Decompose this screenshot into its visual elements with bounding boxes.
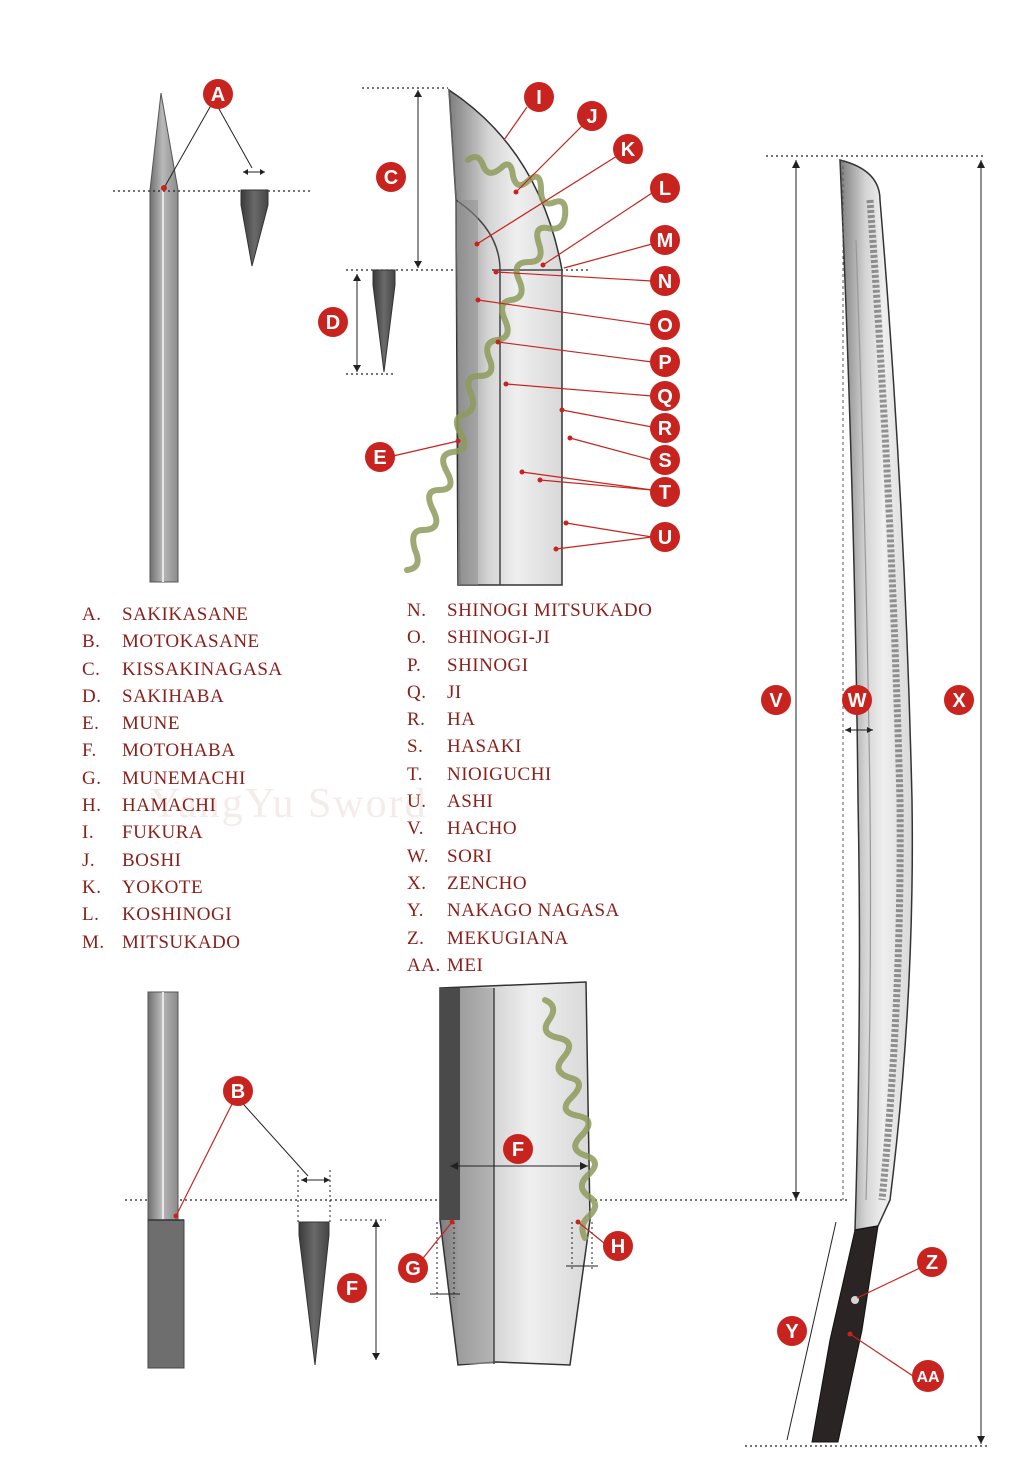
badge-q: Q — [650, 381, 680, 411]
badge-o: O — [650, 310, 680, 340]
badge-f2: F — [503, 1134, 533, 1164]
badge-e: E — [365, 442, 395, 472]
badge-e-label: E — [373, 447, 386, 469]
badge-o-label: O — [657, 315, 673, 337]
badge-s-label: S — [658, 450, 671, 472]
badge-u: U — [650, 522, 680, 552]
legend-item: D.SAKIHABA — [82, 685, 225, 707]
badge-m: M — [650, 225, 680, 255]
legend-item: I.FUKURA — [82, 822, 204, 844]
badge-h: H — [603, 1231, 633, 1261]
legend-item: J.BOSHI — [82, 849, 182, 871]
watermark: YangYu Sword — [150, 781, 428, 827]
legend-item: E.MUNE — [82, 713, 180, 735]
legend-item: N.SHINOGI MITSUKADO — [407, 600, 653, 621]
badge-a: A — [203, 79, 233, 109]
legend-right: N.SHINOGI MITSUKADO O.SHINOGI-JI P.SHINO… — [407, 597, 652, 979]
badge-x-label: X — [952, 690, 966, 712]
badge-b-label: B — [231, 1081, 245, 1103]
badge-c: C — [376, 162, 406, 192]
legend-item: B.MOTOKASANE — [82, 631, 260, 653]
badge-n-label: N — [658, 271, 672, 293]
legend-item: V.HACHO — [407, 818, 518, 840]
badge-s: S — [650, 445, 680, 475]
legend-item: Z.MEKUGIANA — [407, 927, 569, 949]
badge-d-label: D — [326, 312, 340, 334]
machi-detail — [419, 981, 605, 1366]
badge-aa: AA — [912, 1360, 944, 1392]
badge-l: L — [650, 173, 680, 203]
badge-k-label: K — [621, 139, 636, 161]
badge-w: W — [842, 685, 872, 715]
badge-u-label: U — [658, 527, 672, 549]
badge-g: G — [398, 1253, 428, 1283]
legend-item: X.ZENCHO — [407, 872, 528, 894]
badge-h-label: H — [611, 1236, 625, 1258]
legend-item: O.SHINOGI-JI — [407, 627, 551, 649]
badge-t-label: T — [659, 482, 671, 504]
legend-item: W.SORI — [407, 845, 493, 867]
badge-a-label: A — [211, 84, 225, 106]
legend-item: C.KISSAKINAGASA — [82, 658, 283, 680]
badge-y: Y — [777, 1316, 807, 1346]
kissaki-detail — [346, 87, 653, 586]
badge-p-label: P — [658, 352, 671, 374]
badge-f1-label: F — [346, 1278, 358, 1300]
legend-left: A.SAKIKASANE B.MOTOKASANE C.KISSAKINAGAS… — [82, 601, 283, 956]
badge-r-label: R — [658, 418, 673, 440]
legend-item: Q.JI — [407, 681, 462, 703]
badge-x: X — [944, 685, 974, 715]
legend-item: H.HAMACHI — [82, 795, 217, 817]
base-spine-view — [147, 991, 386, 1369]
badge-g-label: G — [405, 1258, 421, 1280]
legend-item: G.MUNEMACHI — [82, 767, 246, 789]
badge-c-label: C — [384, 167, 398, 189]
legend-item: U.ASHI — [407, 791, 494, 813]
badge-f2-label: F — [512, 1139, 524, 1161]
badge-z: Z — [917, 1247, 947, 1277]
legend-item: F.MOTOHABA — [82, 740, 236, 762]
legend-item: P.SHINOGI — [407, 654, 529, 676]
badge-r: R — [650, 413, 680, 443]
badge-n: N — [650, 266, 680, 296]
legend-item: R.HA — [407, 709, 476, 731]
legend-item: M.MITSUKADO — [82, 931, 241, 953]
badge-j-label: J — [586, 106, 597, 128]
badge-aa-label: AA — [916, 1369, 940, 1386]
badge-l-label: L — [659, 178, 671, 200]
badge-i: I — [524, 82, 554, 112]
legend-item: A.SAKIKASANE — [82, 604, 249, 625]
legend-item: AA.MEI — [407, 954, 484, 976]
legend-item: Y.NAKAGO NAGASA — [407, 900, 620, 922]
badge-m-label: M — [657, 230, 674, 252]
badge-v: V — [761, 685, 791, 715]
callout-badges: A B C D E F F G H I J K L M N O P Q R S … — [203, 79, 974, 1392]
badge-t: T — [650, 477, 680, 507]
tip-spine-view — [113, 92, 310, 583]
badge-f1: F — [337, 1273, 367, 1303]
badge-w-label: W — [848, 690, 867, 712]
legend-item: K.YOKOTE — [82, 876, 204, 898]
badge-d: D — [318, 307, 348, 337]
legend-item: L.KOSHINOGI — [82, 904, 233, 926]
badge-p: P — [650, 347, 680, 377]
badge-b: B — [223, 1076, 253, 1106]
badge-v-label: V — [769, 690, 783, 712]
badge-y-label: Y — [785, 1321, 799, 1343]
badge-z-label: Z — [926, 1252, 938, 1274]
badge-i-label: I — [536, 87, 542, 109]
badge-q-label: Q — [657, 386, 673, 408]
badge-k: K — [613, 134, 643, 164]
badge-j: J — [577, 101, 607, 131]
full-blade-view — [125, 155, 990, 1447]
legend-item: S.HASAKI — [407, 736, 522, 758]
legend-item: T.NIOIGUCHI — [407, 763, 552, 785]
